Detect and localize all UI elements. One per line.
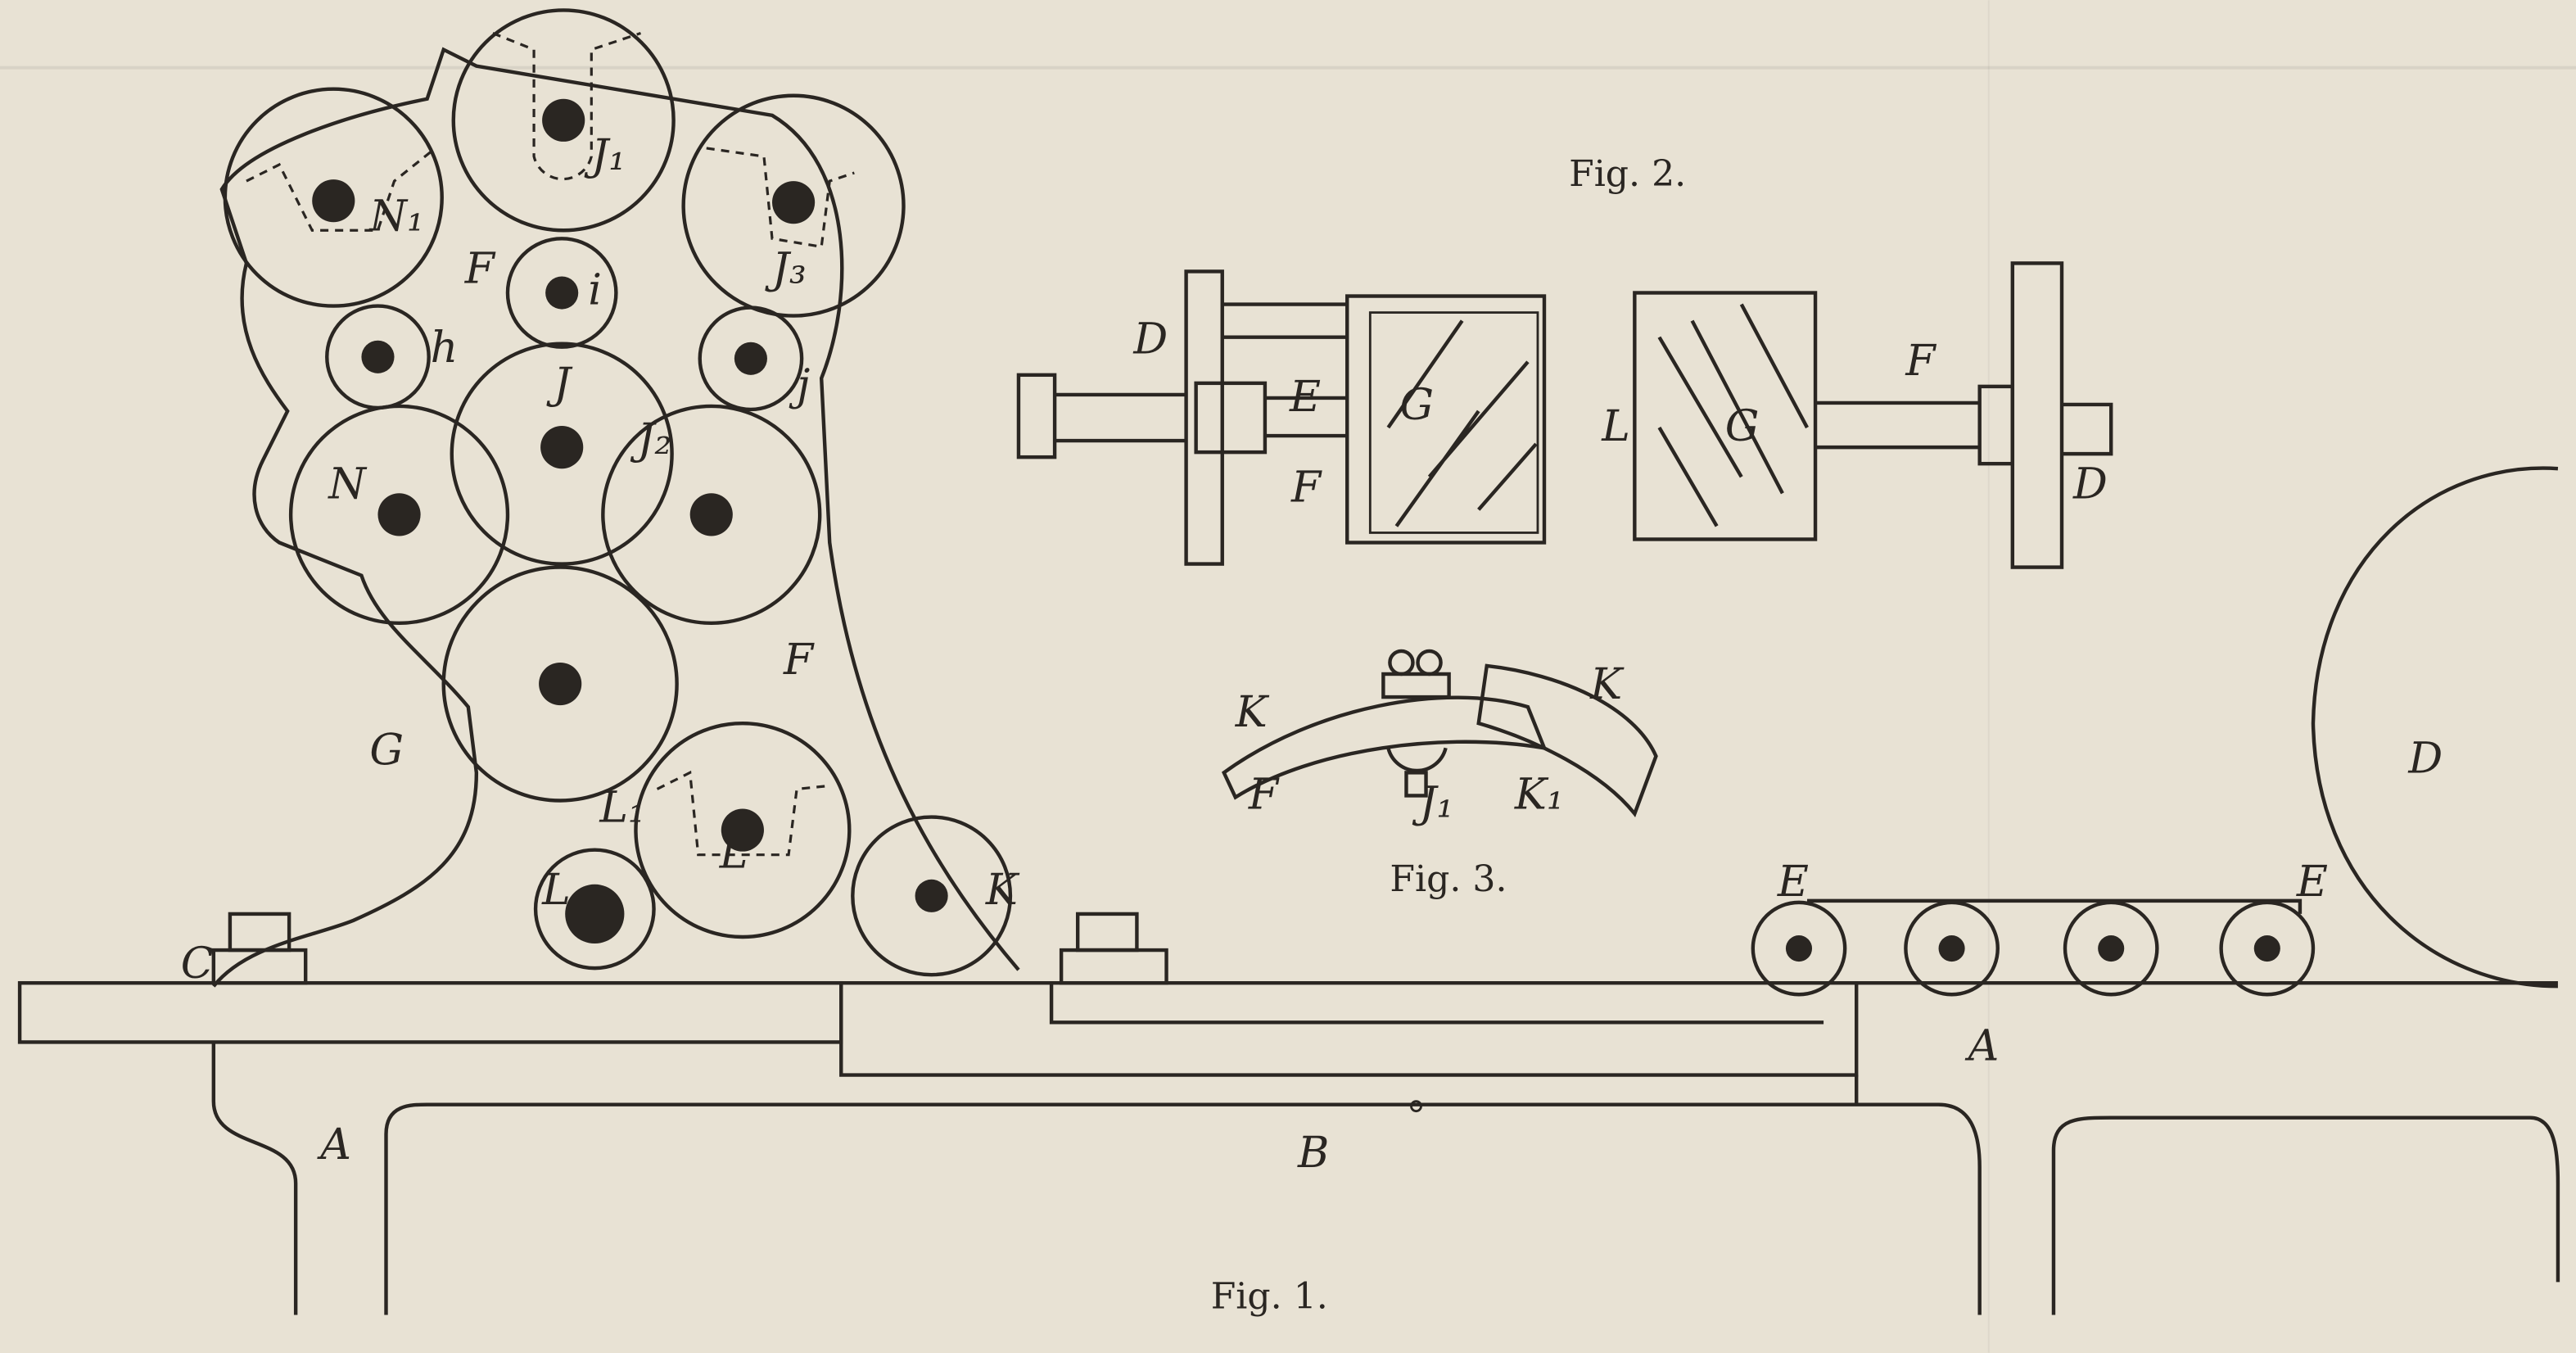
label-J1: J₁ [584, 131, 626, 180]
label-F-top: F [464, 244, 496, 293]
label-fig3-J1: J₁ [1412, 779, 1454, 828]
roller-J [450, 342, 674, 566]
roller-N [288, 404, 510, 625]
fig2-caption: Fig. 2. [1569, 153, 1686, 195]
label-J: J [546, 360, 573, 409]
roller-L [634, 721, 852, 939]
label-fig3-K-top: K [1589, 660, 1625, 709]
label-E-right: E [2296, 858, 2328, 907]
label-L: L [719, 830, 748, 879]
label-i: i [588, 266, 602, 315]
label-fig3-K: K [1235, 688, 1270, 737]
label-L-small: L [541, 866, 571, 915]
label-fig2-L: L [1601, 402, 1630, 451]
label-fig2-E: E [1289, 373, 1321, 422]
label-D: D [2407, 734, 2443, 783]
fig1-caption: Fig. 1. [1211, 1275, 1328, 1317]
label-fig2-D-left: D [1132, 315, 1168, 364]
label-h: h [431, 324, 459, 373]
label-J2: J₂ [630, 415, 671, 464]
label-fig2-G-right: G [1725, 402, 1760, 451]
label-G: G [369, 726, 404, 775]
label-fig3-F: F [1248, 771, 1280, 820]
roller-N1 [223, 87, 444, 308]
label-N1: N₁ [368, 192, 424, 241]
fig1-drawing [17, 8, 2560, 1315]
label-K: K [985, 866, 1020, 915]
roller-h [325, 304, 431, 410]
label-fig3-K1: K₁ [1514, 771, 1564, 820]
fig3-drawing [1221, 649, 1658, 817]
roller-J2 [601, 404, 822, 625]
fig2-drawing [1016, 261, 2113, 569]
roller-i [505, 237, 618, 349]
roller-J1 [451, 8, 676, 233]
roller-j [698, 305, 804, 412]
roller-J3 [681, 93, 906, 318]
label-E-left: E [1777, 858, 1809, 907]
label-C: C [181, 939, 214, 989]
roller-G [441, 565, 679, 803]
label-fig2-D-right: D [2072, 459, 2108, 509]
label-F-right: F [783, 636, 815, 685]
transport-rollers [1751, 898, 2316, 997]
label-fig2-G-left: G [1399, 381, 1434, 430]
label-fig2-F-right: F [1905, 337, 1937, 386]
fig3-caption: Fig. 3. [1390, 858, 1507, 900]
label-A-left: A [317, 1120, 351, 1170]
roller-K [851, 815, 1013, 977]
label-J3: J₃ [765, 244, 807, 293]
label-A-right: A [1965, 1021, 2000, 1070]
label-N: N [327, 459, 368, 509]
label-fig2-F-left: F [1290, 463, 1322, 512]
drum-D [2311, 466, 2559, 989]
roller-L-small [533, 848, 656, 971]
label-B: B [1297, 1129, 1329, 1178]
label-L1: L₁ [599, 784, 645, 833]
